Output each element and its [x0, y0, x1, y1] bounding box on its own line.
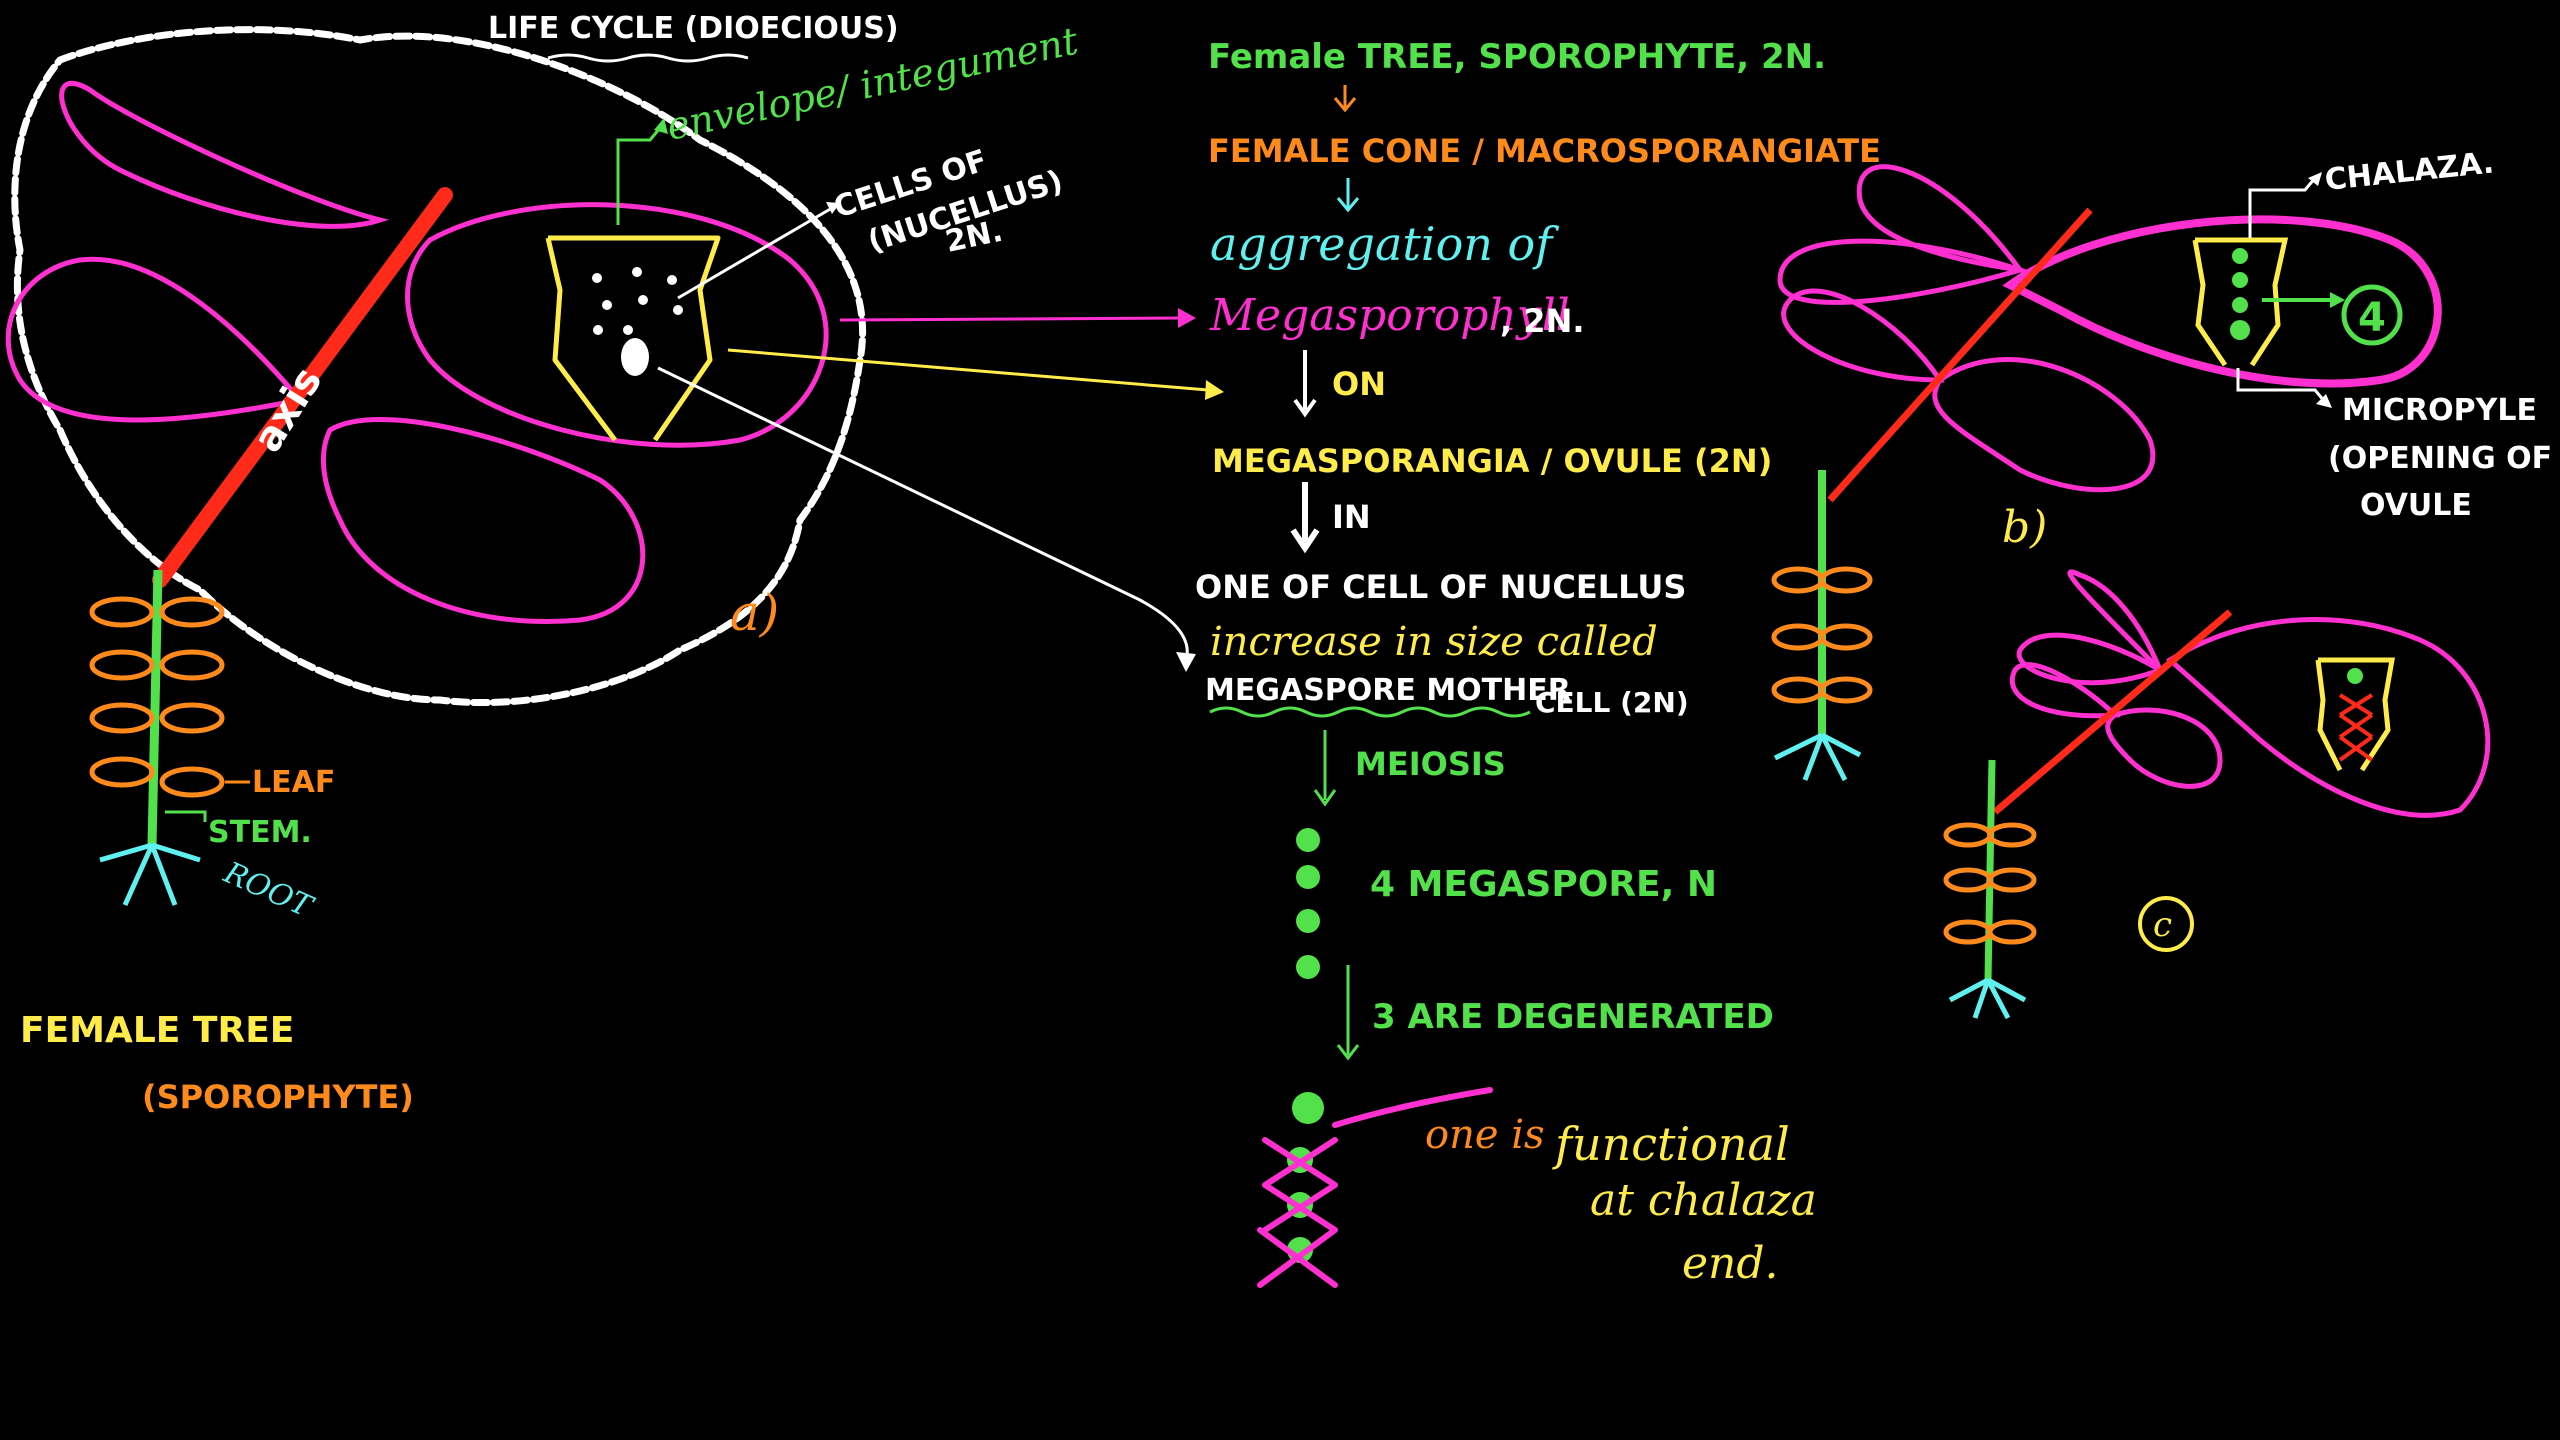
four-megaspores-circle: [2341, 284, 2403, 346]
ovule-c: [2315, 657, 2395, 772]
ovule-c-crosses: [2338, 693, 2374, 762]
megasporophyll-loop: [2016, 632, 2166, 686]
megasporophyll-loop: [1932, 357, 2156, 493]
micropyle-ovule-label: OVULE: [2360, 488, 2472, 523]
megasporophyll-loop: [320, 417, 646, 625]
functional-text3: at chalaza: [1590, 1175, 1817, 1226]
flow-in: IN: [1332, 498, 1371, 536]
megasporophyll-loop: [5, 256, 305, 423]
nucellus-cells: [592, 267, 683, 335]
stem: [147, 569, 163, 846]
functional-text4: end.: [1682, 1238, 1779, 1289]
title-underline: [547, 53, 749, 63]
four-megaspores: [1296, 828, 1320, 979]
chalaza-label: CHALAZA.: [2323, 145, 2495, 198]
micropyle-label: MICROPYLE: [2342, 393, 2537, 428]
megasporophyll-loop: [1777, 238, 2029, 305]
diagram-a-label: a): [730, 584, 779, 642]
flow-step5d: CELL (2N): [1535, 686, 1689, 719]
flow-step2: FEMALE CONE / MACROSPORANGIATE: [1208, 132, 1881, 170]
megasporophyll-loop: [2105, 707, 2223, 789]
title: LIFE CYCLE (DIOECIOUS): [488, 11, 899, 46]
flow-step1: Female TREE, SPOROPHYTE, 2N.: [1208, 37, 1826, 77]
diagram-b: 4 CHALAZA. MICROPYLE (OPENING OF OVULE b…: [1771, 145, 2552, 782]
connecting-arrows: [657, 308, 1224, 672]
four-label: 4: [2358, 295, 2386, 341]
ovule-bearing-scale: [2002, 215, 2442, 388]
megaspore-mother-cell: [621, 338, 649, 376]
flow-on: ON: [1332, 365, 1386, 403]
megasporophyll-loop: [1856, 164, 2026, 274]
flow-step5c: MEGASPORE MOTHER: [1205, 673, 1571, 708]
leaf-label: LEAF: [252, 765, 335, 800]
female-tree-label: FEMALE TREE: [20, 1010, 294, 1051]
nucellus-pointer: [677, 206, 833, 300]
ovule-integument: [545, 235, 721, 442]
flow-megaspores: 4 MEGASPORE, N: [1370, 864, 1717, 905]
degenerated-crosses: [1257, 1137, 1338, 1288]
cone-outline: [11, 26, 866, 707]
axis-b: [1827, 207, 2093, 503]
megasporophyll-loop: [405, 202, 829, 448]
megasporophyll-loop: [2010, 662, 2121, 719]
ovule-bearing-scale-c: [2165, 617, 2491, 818]
sporophyte-label: (SPOROPHYTE): [142, 1078, 414, 1116]
micropyle-opening-label: (OPENING OF: [2328, 441, 2552, 476]
female-tree-sketch: LEAF STEM. ROOT FEMALE TREE (SPOROPHYTE): [20, 569, 414, 1116]
functional-megaspore: [1292, 1092, 1324, 1124]
diagram-b-label: b): [2002, 502, 2047, 553]
flow-meiosis: MEIOSIS: [1355, 745, 1506, 783]
flow-degenerated: 3 ARE DEGENERATED: [1372, 997, 1774, 1037]
ovule-b: [2192, 237, 2289, 367]
roots: [99, 842, 201, 907]
mmc-underline: [1209, 706, 1531, 718]
flow-step3a: aggregation of: [1210, 217, 1559, 271]
envelope-pointer: [616, 127, 662, 225]
root-label: ROOT: [218, 855, 319, 926]
diagram-c: c: [1943, 569, 2491, 1020]
flow-step4: MEGASPORANGIA / OVULE (2N): [1212, 442, 1772, 480]
functional-megaspore-column: [1257, 1092, 1338, 1288]
stem-c: [1984, 759, 1996, 981]
flow-step5a: ONE OF CELL OF NUCELLUS: [1195, 568, 1686, 606]
megasporophyll-loop: [2067, 569, 2163, 672]
flow-step5b: increase in size called: [1210, 619, 1658, 665]
diagram-a-female-cone: axis envelope/ integument CELLS OF (NUCE…: [5, 18, 1083, 707]
megasporophyll-loop: [59, 80, 389, 229]
functional-text2: functional: [1552, 1117, 1790, 1171]
functional-text1: one is: [1425, 1112, 1545, 1158]
megasporophyll-loop: [1781, 288, 1945, 383]
flow-step3c: , 2N.: [1500, 302, 1585, 340]
leaves: [89, 596, 225, 798]
diagram-c-label: c: [2153, 905, 2172, 945]
axis-c: [1992, 609, 2233, 815]
cone-axis: [152, 187, 453, 588]
stem-label: STEM.: [208, 815, 312, 850]
flow-step3b: Megasporophyll: [1209, 290, 1570, 341]
life-cycle-flow: Female TREE, SPOROPHYTE, 2N. FEMALE CONE…: [1195, 37, 1881, 1289]
